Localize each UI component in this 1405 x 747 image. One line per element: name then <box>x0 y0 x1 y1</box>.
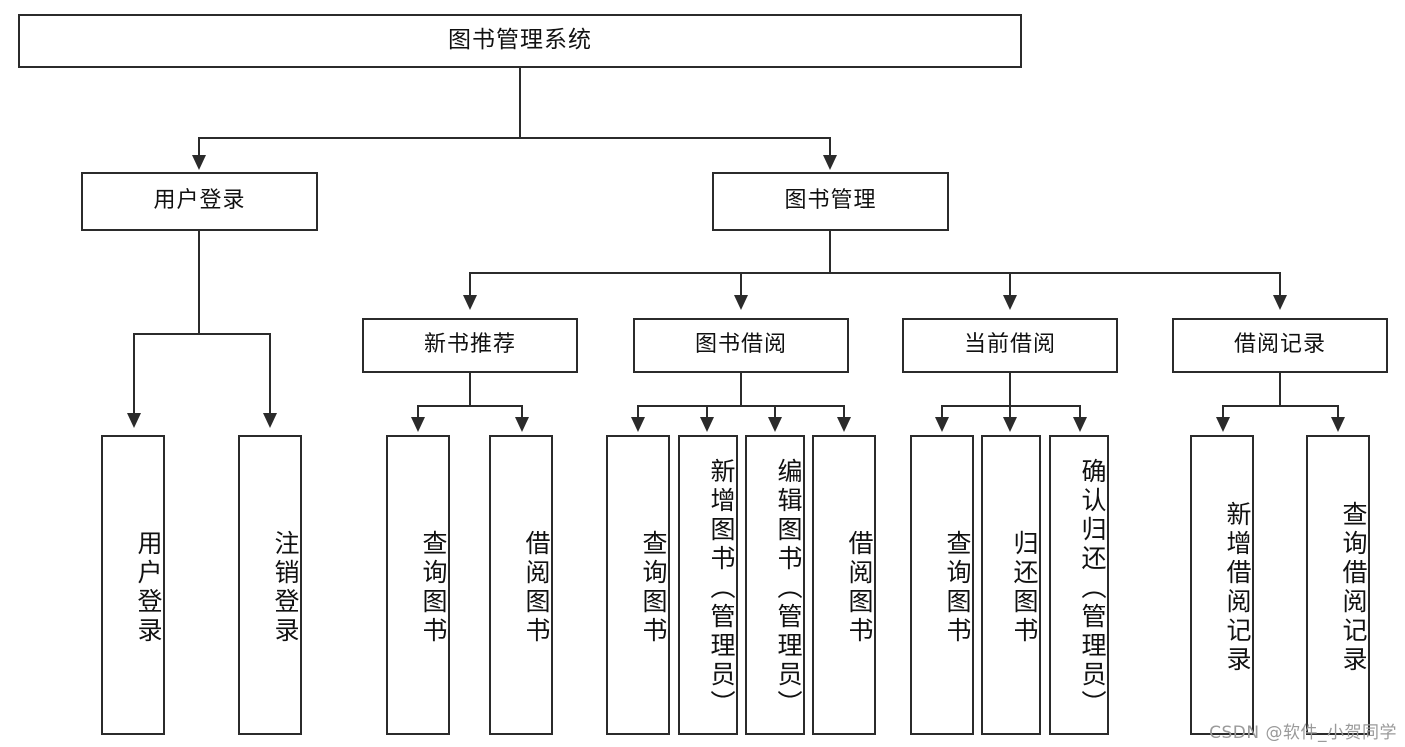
connector-root-to-book-manage <box>829 137 831 157</box>
connector-current-borrow-to-leaf3 <box>1079 405 1081 419</box>
connector-book-borrow-bus <box>637 405 844 407</box>
connector-book-borrow-to-leaf1 <box>637 405 639 419</box>
arrowhead-to-leaf-edit-book <box>768 417 782 432</box>
leaf-borrow-book-borrow-label: 借阅图书 <box>845 530 874 646</box>
node-user-login[interactable]: 用户登录 <box>81 172 318 231</box>
connector-new-book-rec-stem <box>469 373 471 406</box>
leaf-borrow-book-new-rec-label: 借阅图书 <box>522 530 551 646</box>
connector-book-manage-to-book-borrow <box>740 272 742 297</box>
connector-book-borrow-to-leaf2 <box>706 405 708 419</box>
connector-book-manage-bus <box>469 272 1281 274</box>
arrowhead-to-leaf-add-record <box>1216 417 1230 432</box>
arrowhead-to-leaf-query-book-1 <box>411 417 425 432</box>
connector-current-borrow-to-leaf2 <box>1009 405 1011 419</box>
connector-current-borrow-to-leaf1 <box>941 405 943 419</box>
arrowhead-to-new-book-rec <box>463 295 477 310</box>
leaf-query-book-borrow-label: 查询图书 <box>639 530 668 646</box>
connector-borrow-record-bus <box>1222 405 1338 407</box>
leaf-query-borrow-record-label: 查询借阅记录 <box>1339 501 1368 675</box>
arrowhead-to-book-borrow <box>734 295 748 310</box>
connector-book-borrow-stem <box>740 373 742 406</box>
arrowhead-to-book-manage <box>823 155 837 170</box>
connector-book-borrow-to-leaf3 <box>774 405 776 419</box>
connector-root-to-user-login <box>198 137 200 157</box>
leaf-return-book-label: 归还图书 <box>1010 530 1039 646</box>
node-book-borrowing[interactable]: 图书借阅 <box>633 318 849 373</box>
arrowhead-to-borrow-record <box>1273 295 1287 310</box>
leaf-query-book-new-rec-label: 查询图书 <box>419 530 448 646</box>
node-new-book-recommendation[interactable]: 新书推荐 <box>362 318 578 373</box>
arrowhead-to-leaf-user-login <box>127 413 141 428</box>
arrowhead-to-leaf-confirm-return <box>1073 417 1087 432</box>
leaf-query-book-borrow[interactable]: 查询图书 <box>606 435 670 735</box>
leaf-query-borrow-record[interactable]: 查询借阅记录 <box>1306 435 1370 735</box>
connector-root-stem <box>519 68 521 138</box>
connector-new-book-rec-to-leaf1 <box>417 405 419 419</box>
connector-book-manage-to-new-book-rec <box>469 272 471 297</box>
connector-current-borrow-stem <box>1009 373 1011 406</box>
connector-user-login-to-leaf1 <box>133 333 135 415</box>
watermark-text: CSDN @软件_小贺同学 <box>1209 723 1397 743</box>
leaf-query-book-new-rec[interactable]: 查询图书 <box>386 435 450 735</box>
arrowhead-to-leaf-return-book <box>1003 417 1017 432</box>
leaf-logout[interactable]: 注销登录 <box>238 435 302 735</box>
leaf-add-borrow-record[interactable]: 新增借阅记录 <box>1190 435 1254 735</box>
connector-borrow-record-to-leaf2 <box>1337 405 1339 419</box>
node-current-borrowing[interactable]: 当前借阅 <box>902 318 1118 373</box>
arrowhead-to-current-borrow <box>1003 295 1017 310</box>
leaf-add-borrow-record-label: 新增借阅记录 <box>1223 501 1252 675</box>
leaf-edit-book-admin[interactable]: 编辑图书（管理员） <box>745 435 805 735</box>
arrowhead-to-leaf-borrow-book-1 <box>515 417 529 432</box>
leaf-edit-book-admin-label: 编辑图书（管理员） <box>774 457 803 719</box>
connector-user-login-to-leaf2 <box>269 333 271 415</box>
leaf-confirm-return-admin-label: 确认归还（管理员） <box>1078 457 1107 719</box>
leaf-user-login-label: 用户登录 <box>134 530 163 646</box>
node-root-book-management-system[interactable]: 图书管理系统 <box>18 14 1022 68</box>
node-borrow-records[interactable]: 借阅记录 <box>1172 318 1388 373</box>
leaf-logout-label: 注销登录 <box>271 530 300 646</box>
connector-book-manage-stem <box>829 231 831 273</box>
connector-book-manage-to-borrow-record <box>1279 272 1281 297</box>
connector-user-login-stem <box>198 231 200 334</box>
connector-book-borrow-to-leaf4 <box>843 405 845 419</box>
leaf-add-book-admin[interactable]: 新增图书（管理员） <box>678 435 738 735</box>
arrowhead-to-leaf-add-book <box>700 417 714 432</box>
leaf-borrow-book-borrow[interactable]: 借阅图书 <box>812 435 876 735</box>
node-book-management[interactable]: 图书管理 <box>712 172 949 231</box>
arrowhead-to-leaf-logout <box>263 413 277 428</box>
connector-book-manage-to-current-borrow <box>1009 272 1011 297</box>
arrowhead-to-user-login <box>192 155 206 170</box>
connector-new-book-rec-to-leaf2 <box>521 405 523 419</box>
leaf-add-book-admin-label: 新增图书（管理员） <box>707 457 736 719</box>
leaf-borrow-book-new-rec[interactable]: 借阅图书 <box>489 435 553 735</box>
connector-borrow-record-to-leaf1 <box>1222 405 1224 419</box>
connector-root-bus <box>199 137 831 139</box>
arrowhead-to-leaf-query-record <box>1331 417 1345 432</box>
leaf-confirm-return-admin[interactable]: 确认归还（管理员） <box>1049 435 1109 735</box>
connector-new-book-rec-bus <box>417 405 522 407</box>
leaf-query-book-current[interactable]: 查询图书 <box>910 435 974 735</box>
arrowhead-to-leaf-query-book-2 <box>631 417 645 432</box>
arrowhead-to-leaf-borrow-book-2 <box>837 417 851 432</box>
leaf-user-login[interactable]: 用户登录 <box>101 435 165 735</box>
arrowhead-to-leaf-query-book-3 <box>935 417 949 432</box>
connector-borrow-record-stem <box>1279 373 1281 406</box>
leaf-query-book-current-label: 查询图书 <box>943 530 972 646</box>
connector-user-login-bus <box>133 333 271 335</box>
leaf-return-book[interactable]: 归还图书 <box>981 435 1041 735</box>
